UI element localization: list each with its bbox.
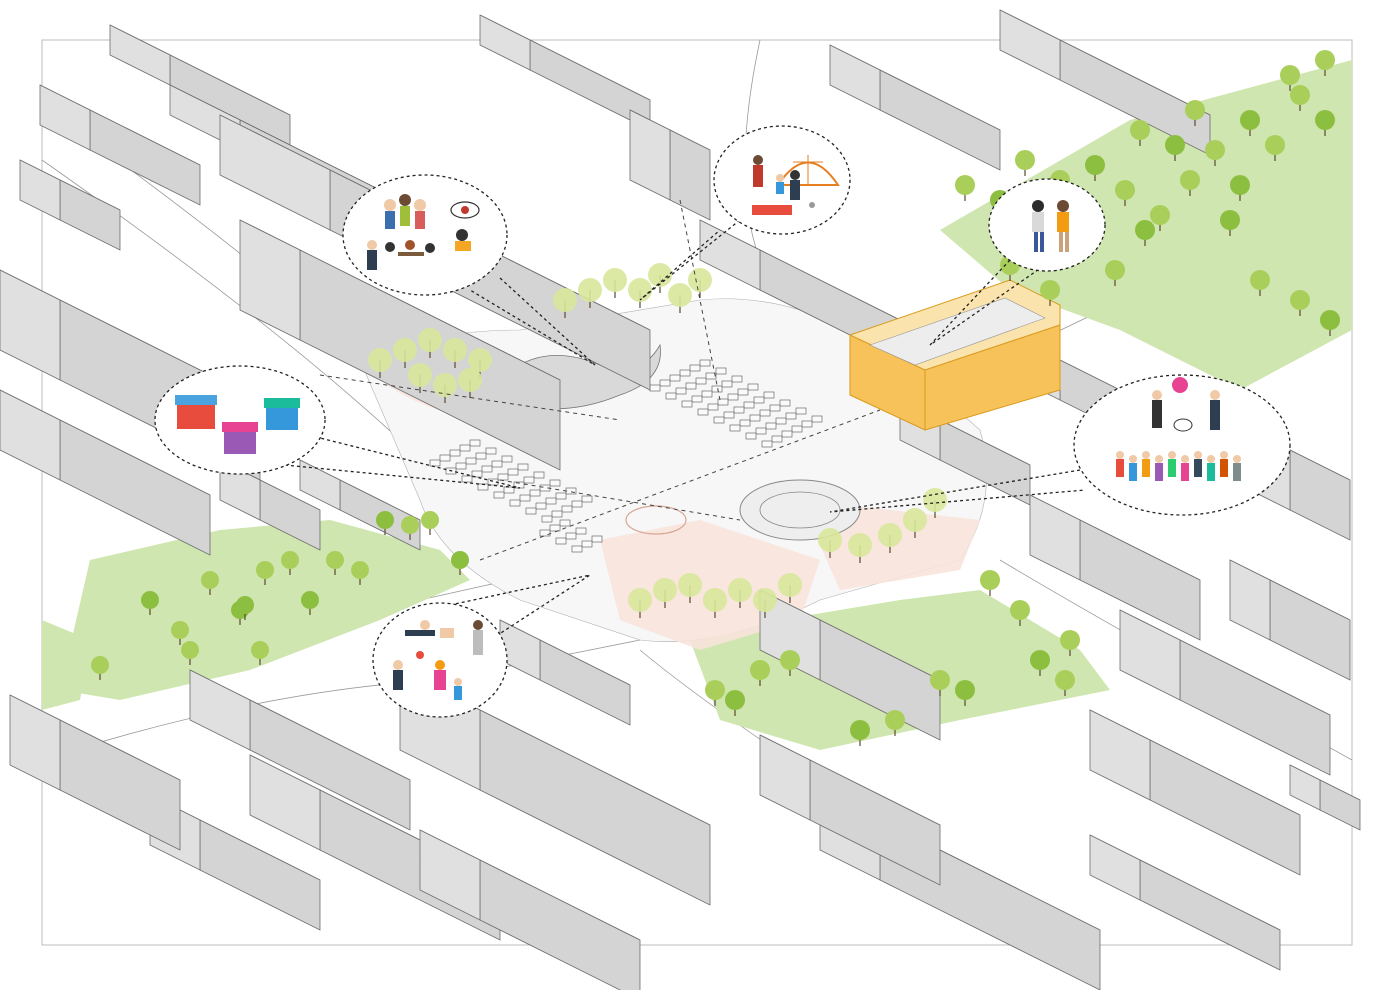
buildings — [0, 9, 1361, 990]
callout-cafe — [342, 174, 596, 366]
highlighted-building — [849, 279, 1061, 431]
callout-market — [154, 365, 521, 489]
people-talking-icon — [1032, 200, 1069, 252]
callout-concert — [829, 374, 1291, 516]
market-stalls-icon — [175, 395, 300, 454]
people-cafe-icon — [367, 194, 480, 270]
family-leisure-icon — [393, 620, 483, 700]
callout-conversation — [929, 178, 1106, 346]
market-stall-grid — [429, 359, 823, 553]
callout-playground — [639, 125, 851, 301]
trees — [91, 50, 1340, 746]
dome-playground-icon — [752, 155, 840, 215]
flow-arrows — [319, 199, 881, 561]
live-music-icon — [1116, 377, 1241, 481]
callout-leisure — [372, 574, 591, 718]
